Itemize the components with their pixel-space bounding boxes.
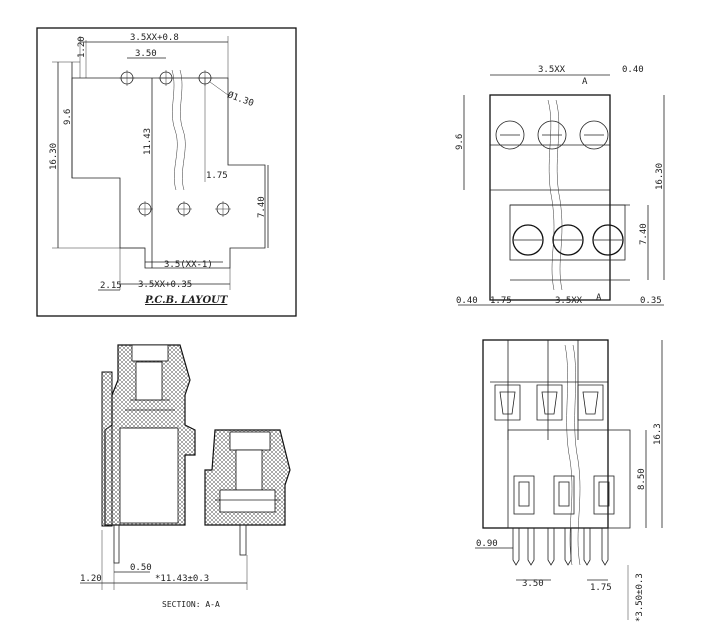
front-terminals-upper (494, 384, 604, 421)
pcb-layout-view: 3.5XX+0.8 3.50 1.20 Ø1.30 9.6 16.30 11.4… (36, 27, 297, 317)
front-dim-half-pitch: 1.75 (590, 583, 612, 593)
top-dim-height-left: 9.6 (455, 134, 465, 150)
front-terminals-lower (513, 475, 615, 515)
section-mark-bottom: A (596, 293, 602, 303)
dim-small-offset: 1.75 (206, 171, 228, 181)
top-dim-right-offset: 0.40 (622, 65, 644, 75)
dim-bottom-pitch: 3.5(XX-1) (164, 260, 213, 270)
dim-bottom-width: 3.5XX+0.35 (138, 280, 192, 290)
dim-top-width: 3.5XX+0.8 (130, 33, 179, 43)
top-view-body (489, 94, 611, 301)
front-pins (512, 528, 609, 566)
top-dim-bottom-pitch: 1.75 (490, 296, 512, 306)
dim-height-mid: 11.43 (143, 128, 153, 155)
dim-offset-top: 1.20 (77, 36, 87, 58)
dim-left-offset: 2.15 (100, 281, 122, 291)
front-view: 16.3 8.50 0.90 3.50 1.75 *3.50±0.3 (475, 339, 663, 622)
front-dim-pitch: 3.50 (522, 579, 544, 589)
dim-height-right: 7.40 (257, 196, 267, 218)
section-dim-pin-width: 0.50 (130, 563, 152, 573)
section-dim-left: 1.20 (80, 574, 102, 584)
pcb-frame (36, 27, 297, 317)
top-view: 3.5XX 0.40 A 9.6 16.30 7.40 A 0.40 1.75 … (455, 65, 665, 306)
top-dim-width: 3.5XX (538, 65, 566, 75)
front-dim-pin-length: *3.50±0.3 (635, 573, 645, 622)
top-dim-bottom-right: 0.35 (640, 296, 662, 306)
top-dim-height-right: 16.30 (655, 163, 665, 190)
section-caption: SECTION: A-A (162, 600, 220, 609)
top-dim-bottom-left: 0.40 (456, 296, 478, 306)
pcb-footprint-outline (71, 77, 266, 269)
dim-pitch-top: 3.50 (135, 49, 157, 59)
section-mark-top: A (582, 77, 588, 87)
front-dim-height-lower: 8.50 (637, 468, 647, 490)
front-dim-height-total: 16.3 (653, 423, 663, 445)
section-dim-total: *11.43±0.3 (155, 574, 209, 584)
top-dim-bottom-width: 3.5XX (555, 296, 583, 306)
top-dim-height-lower: 7.40 (639, 223, 649, 245)
pcb-holes (119, 70, 231, 217)
pcb-layout-title: P.C.B. LAYOUT (144, 295, 229, 306)
dim-height-outer: 16.30 (49, 143, 59, 170)
section-view: 1.20 0.50 *11.43±0.3 SECTION: A-A (80, 344, 291, 609)
front-dim-pin-offset: 0.90 (476, 539, 498, 549)
dim-hole-dia: Ø1.30 (226, 89, 255, 109)
dim-height-inner: 9.6 (63, 109, 73, 125)
top-screws (495, 120, 624, 256)
